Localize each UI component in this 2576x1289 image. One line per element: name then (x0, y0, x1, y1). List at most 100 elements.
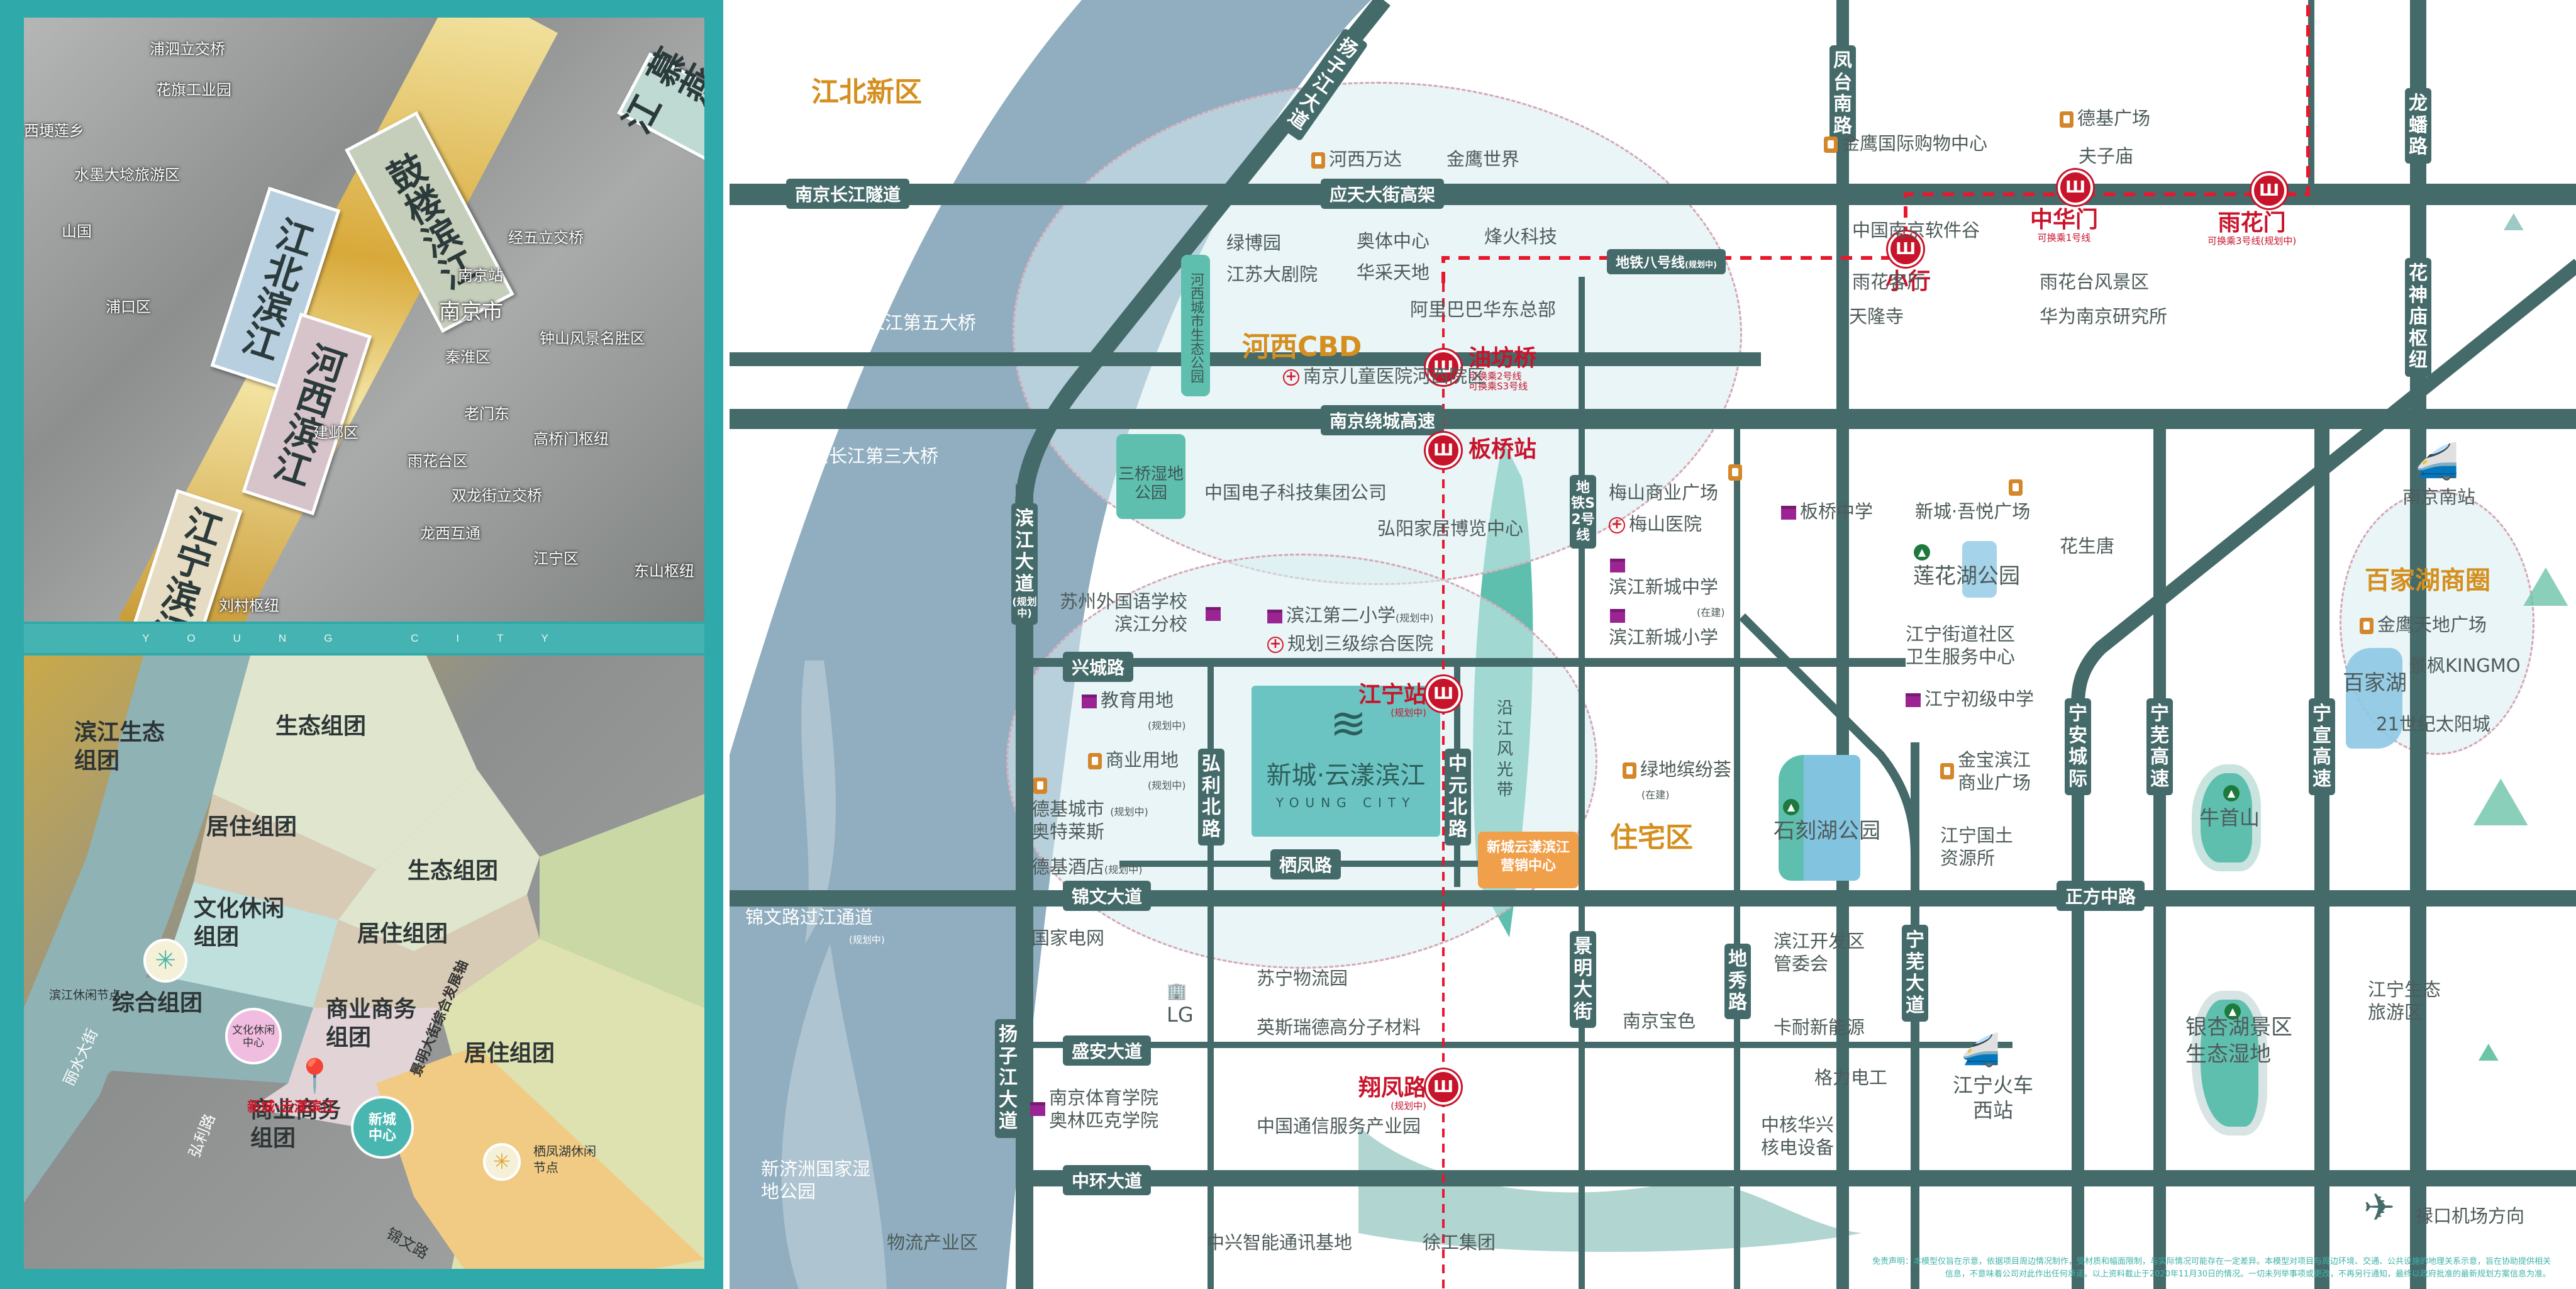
road-xingcheng (1019, 658, 1906, 667)
poi-yinxinghu[interactable]: 银杏湖景区生态湿地 (2185, 1014, 2292, 1068)
baijiahu-lake-shape (2346, 648, 2402, 749)
poi-jiangning-junior[interactable]: 江宁初级中学 (1906, 688, 2034, 710)
poi-huacai[interactable]: 华采天地 (1357, 262, 1430, 283)
poi-children-hospital[interactable]: +南京儿童医院河西院区 (1283, 365, 1485, 388)
poi-china-comm[interactable]: 中国通信服务产业园 (1257, 1115, 1421, 1137)
road-label: 宁宣高速 (2309, 698, 2335, 795)
poi-health-center[interactable]: 江宁街道社区卫生服务中心 (1906, 623, 2015, 669)
poi-label: 金鹰天地广场 (2377, 614, 2487, 635)
poi-wuyue[interactable]: 新城·吾悦广场 (1915, 501, 2031, 522)
poi-south-station[interactable]: 南京南站 (2402, 486, 2476, 508)
poi-olympic[interactable]: 奥体中心 (1357, 230, 1430, 252)
place-label: 经五立交桥 (508, 229, 584, 247)
poi-yuhua-lounge[interactable]: 雨花客厅 (1852, 271, 1926, 293)
poi-banqiao-middle[interactable]: 板桥中学 (1781, 500, 1873, 523)
poi-binjiang-middle[interactable]: 滨江新城中学(在建) (1609, 576, 1725, 622)
poi-meishan-hospital[interactable]: +梅山医院 (1609, 513, 1702, 535)
poi-lg[interactable]: 🏢LG (1167, 981, 1194, 1027)
sales-center[interactable]: 新城云漾滨江 营销中心 (1478, 832, 1579, 888)
poi-label: 生态湿地 (2185, 1041, 2271, 1067)
metro-station-xiangfeng[interactable]: 翔凤路(规划中) (1358, 1076, 1426, 1111)
poi-lianhua-park[interactable]: 莲花湖公园 (1913, 564, 2020, 589)
poi-label: 江宁火车 (1953, 1073, 2034, 1097)
poi-gree[interactable]: 格力电工 (1814, 1067, 1888, 1088)
metro-station-jiangning[interactable]: 江宁站(规划中) (1358, 683, 1426, 718)
road-label: 景明大街 (1570, 931, 1596, 1028)
new-city-center-node: 新城中心 (351, 1096, 414, 1159)
metro-station-xiaohang[interactable]: 小行 (1885, 269, 1931, 294)
poi-kanai[interactable]: 卡耐新能源 (1774, 1017, 1865, 1038)
poi-software-valley[interactable]: 中国南京软件谷 (1852, 220, 1980, 241)
poi-niushoushan[interactable]: 牛首山 (2199, 806, 2260, 830)
road-label: 弘利北路 (1198, 749, 1224, 845)
poi-deji-hotel[interactable]: 德基酒店(规划中) (1031, 856, 1143, 878)
poi-jiangsu-theatre[interactable]: 江苏大剧院 (1226, 264, 1318, 285)
poi-hexi-wanda[interactable]: 河西万达 (1311, 148, 1402, 170)
poi-jiangning-eco[interactable]: 江宁生态旅游区 (2368, 978, 2441, 1024)
poi-suzhou-school[interactable]: 苏州外国语学校滨江分校 (1060, 590, 1187, 636)
poi-cetc[interactable]: 中国电子科技集团公司 (1204, 482, 1387, 503)
station-name: 江宁站 (1358, 682, 1427, 708)
poi-fuzimiao[interactable]: 夫子庙 (2079, 145, 2134, 167)
poi-yuhuatai[interactable]: 雨花台风景区 (2040, 271, 2150, 293)
poi-xcmg[interactable]: 徐工集团 (1423, 1232, 1496, 1253)
poi-shikehu-park[interactable]: 石刻湖公园 (1774, 818, 1880, 844)
poi-jinbao[interactable]: 金宝滨江商业广场 (1940, 749, 2031, 795)
poi-jiangning-rail[interactable]: 江宁火车西站 (1953, 1073, 2033, 1123)
poi-label: 商业广场 (1958, 772, 2031, 794)
poi-cnnc[interactable]: 中核华兴核电设备 (1761, 1113, 1834, 1159)
poi-zte[interactable]: 中兴智能通讯基地 (1206, 1232, 1353, 1253)
poi-jinying-intl[interactable]: 金鹰国际购物中心 (1824, 132, 1987, 155)
poi-kingmo[interactable]: 景枫KINGMO (2409, 655, 2521, 676)
poi-alibaba[interactable]: 阿里巴巴华东总部 (1410, 299, 1557, 320)
road-label: 凤台南路 (1829, 45, 1856, 142)
metro-icon: Ш (1426, 1069, 1461, 1105)
leisure-node-icon: ✳ (143, 939, 187, 983)
poi-hongyang[interactable]: 弘阳家居博览中心 (1377, 518, 1524, 539)
road-label: 中元北路 (1445, 749, 1471, 845)
poi-sun-city[interactable]: 21世纪太阳城 (2376, 713, 2490, 735)
poi-baose[interactable]: 南京宝色 (1623, 1010, 1696, 1032)
poi-suning[interactable]: 苏宁物流园 (1257, 968, 1348, 989)
metro-station-yuhuamen[interactable]: 雨花门可换乘3号线(规划中) (2207, 211, 2296, 246)
poi-state-grid[interactable]: 国家电网 (1031, 927, 1105, 949)
poi-lvdi[interactable]: 绿地缤纷荟(在建) (1623, 758, 1731, 804)
poi-deji-plaza[interactable]: 德基广场 (2060, 107, 2150, 130)
poi-devzone[interactable]: 滨江开发区管委会 (1774, 930, 1865, 976)
district-baijiahu: 百家湖商圈 (2365, 566, 2490, 595)
metro-station-youfangqiao[interactable]: 油坊桥可换乘2号线可换乘S3号线 (1468, 346, 1536, 392)
poi-deji-outlets[interactable]: 德基城市 (规划中)奥特莱斯 (1031, 798, 1148, 844)
road-label: 盛安大道 (1063, 1035, 1152, 1066)
poi-fiberhome[interactable]: 烽火科技 (1484, 226, 1558, 247)
poi-meishan-plaza[interactable]: 梅山商业广场 (1609, 482, 1719, 503)
poi-baijiahu-lake[interactable]: 百家湖 (2343, 671, 2407, 696)
disclaimer: 免责声明：本模型仅旨在示意，依据项目周边情况制作，受材质和幅面限制，与实际情况可… (1872, 1257, 2551, 1279)
poi-binjiang-primary2[interactable]: 滨江第二小学(规划中) (1267, 604, 1434, 627)
poi-edu-land[interactable]: 教育用地(规划中) (1082, 689, 1186, 735)
poi-tianlong[interactable]: 天隆寺 (1849, 306, 1904, 327)
poi-label: 教育用地 (1101, 689, 1174, 711)
metro-station-zhonghuamen[interactable]: 中华门可换乘1号线 (2030, 208, 2098, 243)
metro-icon: Ш (2058, 170, 2093, 205)
poi-comm-land[interactable]: 商业用地(规划中) (1088, 749, 1186, 795)
poi-huashengtang[interactable]: 花生唐 (2060, 535, 2115, 557)
poi-binjiang-primary[interactable]: 滨江新城小学 (1609, 627, 1719, 648)
metro-line8-label: 地铁八号线(规划中) (1607, 249, 1726, 274)
poi-jinying-tiandi[interactable]: 金鹰天地广场 (2360, 613, 2487, 636)
poi-logistics[interactable]: 物流产业区 (887, 1232, 979, 1253)
road-ring (730, 409, 2576, 429)
poi-label: 江宁初级中学 (1924, 688, 2035, 710)
poi-hospital-plan[interactable]: +规划三级综合医院 (1267, 632, 1433, 655)
poi-lvboyuan[interactable]: 绿博园 (1226, 232, 1282, 254)
poi-huawei[interactable]: 华为南京研究所 (2040, 306, 2168, 327)
project-block[interactable]: ≋ 新城·云漾滨江 YOUNG CITY (1252, 686, 1440, 837)
poi-land-resources[interactable]: 江宁国土资源所 (1940, 824, 2013, 870)
poi-sports-college[interactable]: 南京体育学院奥林匹克学院 (1030, 1086, 1158, 1132)
place-label: 西埂莲乡 (24, 122, 84, 140)
metro-station-banqiao[interactable]: 板桥站 (1468, 437, 1537, 462)
poi-lukou-airport[interactable]: 禄口机场方向 (2415, 1205, 2525, 1227)
train-icon: 🚄 (1961, 1032, 2001, 1068)
shopping-bag-icon (1824, 137, 1838, 153)
poi-invista[interactable]: 英斯瑞德高分子材料 (1257, 1017, 1421, 1038)
poi-jinying-world[interactable]: 金鹰世界 (1446, 148, 1520, 170)
